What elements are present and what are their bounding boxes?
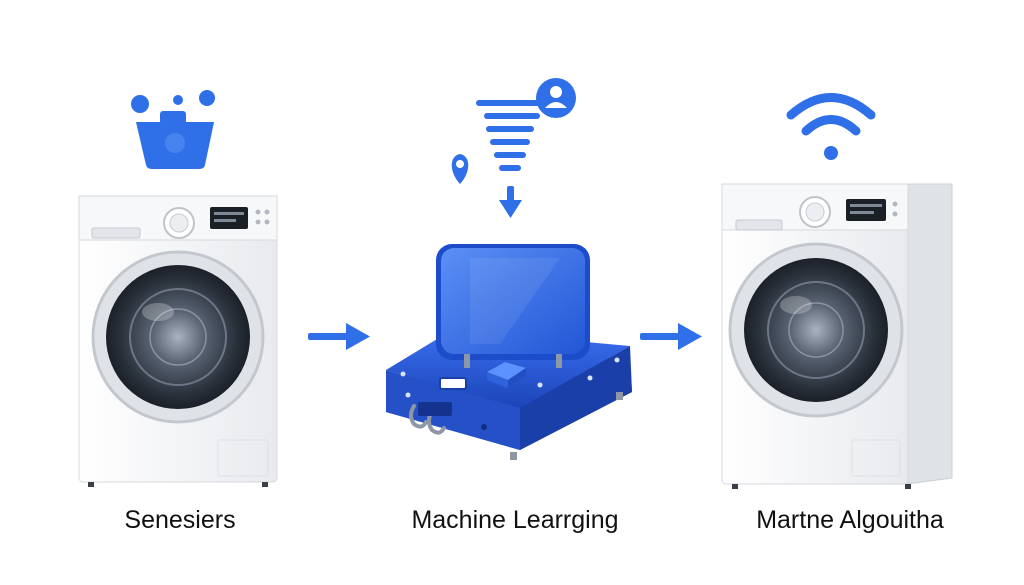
step-1-caption: Senesiers [124, 506, 236, 534]
arrow-right-icon [640, 323, 702, 350]
wifi-icon [786, 93, 876, 160]
data-filter-icon [476, 100, 544, 171]
step-3-caption: Martne Algouitha [756, 506, 944, 534]
step-2-caption: Machine Learrging [411, 506, 619, 534]
arrow-down-icon [499, 186, 522, 218]
location-pin-icon [451, 154, 469, 184]
washing-machine-right [721, 183, 953, 489]
user-badge-icon [536, 78, 576, 118]
washing-machine-left [78, 195, 278, 487]
ml-processor-icon [386, 244, 632, 460]
arrow-right-icon [308, 323, 370, 350]
water-basin-icon [131, 90, 215, 169]
